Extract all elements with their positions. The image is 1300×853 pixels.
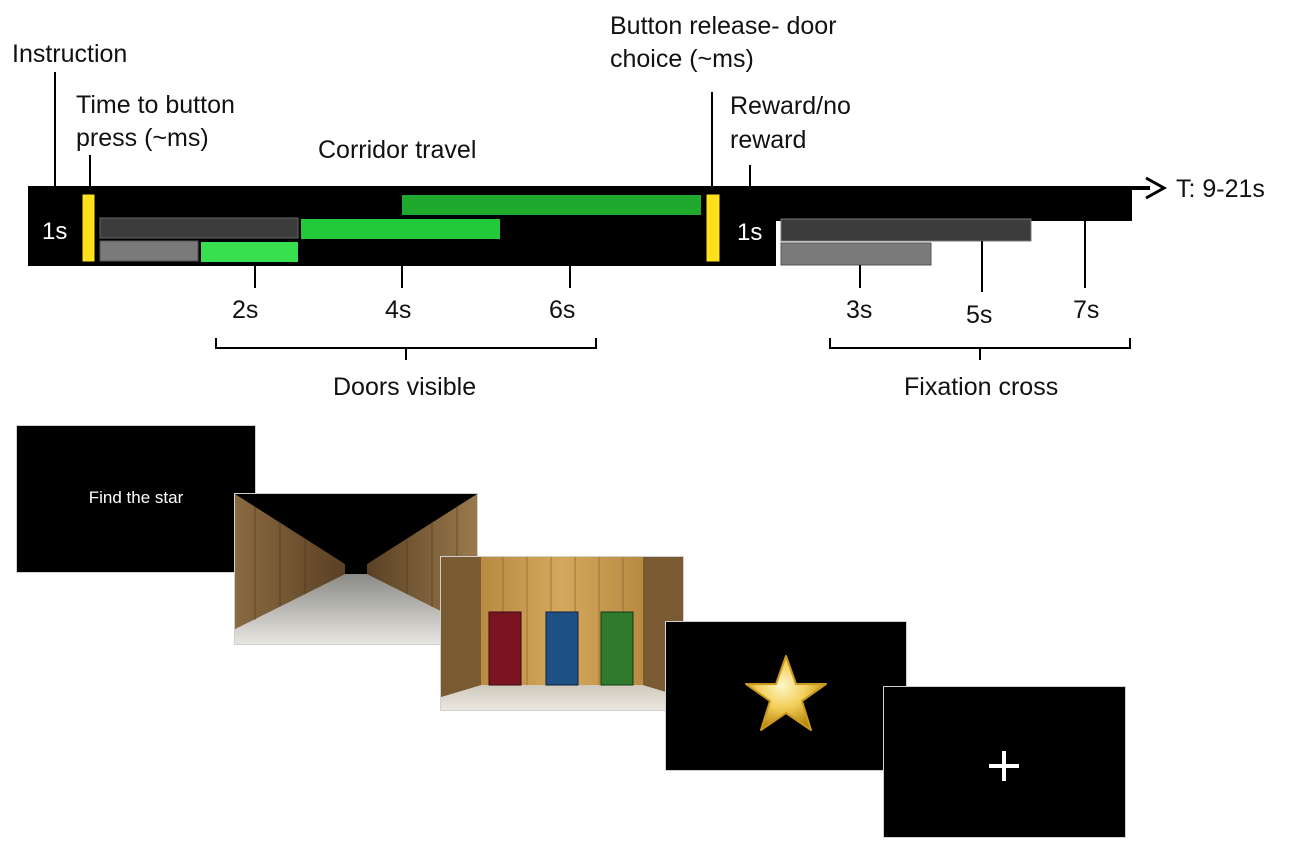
label-reward-line2: reward xyxy=(730,126,806,154)
label-button-press-line2: press (~ms) xyxy=(76,124,209,152)
plus-icon xyxy=(989,751,1019,781)
fixation-screen xyxy=(883,686,1126,838)
fixation-bar-light xyxy=(780,242,932,266)
time-axis-arrowhead xyxy=(1145,176,1168,200)
corridor-bar-dark xyxy=(99,217,299,239)
label-time-range: T: 9-21s xyxy=(1176,175,1265,203)
button-press-marker xyxy=(81,193,96,263)
reward-screen xyxy=(665,621,907,771)
tick-label-2s: 2s xyxy=(232,296,258,324)
gold-star-icon xyxy=(745,655,827,731)
button-release-marker xyxy=(705,193,721,263)
tick-label-6s: 6s xyxy=(549,296,575,324)
corridor-screen xyxy=(234,493,478,645)
label-button-release-line1: Button release- door xyxy=(610,12,837,40)
reward-block xyxy=(714,188,776,266)
label-button-release-line2: choice (~ms) xyxy=(610,45,754,73)
label-button-press-line1: Time to button xyxy=(76,91,235,119)
label-corridor-travel: Corridor travel xyxy=(318,136,476,164)
doors-screen xyxy=(440,556,684,711)
label-doors-visible: Doors visible xyxy=(333,373,476,401)
instruction-text: Find the star xyxy=(88,488,184,507)
reward-duration: 1s xyxy=(737,219,762,246)
red-door-icon xyxy=(488,611,522,686)
corridor-image xyxy=(235,494,477,644)
green-door-icon xyxy=(600,611,634,686)
fixation-cross-brace xyxy=(829,338,1131,360)
tick-label-3s: 3s xyxy=(846,296,872,324)
blue-door-icon xyxy=(545,611,579,686)
three-doors-image xyxy=(441,557,683,710)
tick-label-5s: 5s xyxy=(966,301,992,329)
corridor-bar-light xyxy=(99,240,199,262)
label-instruction: Instruction xyxy=(12,40,127,68)
doors-bar-short xyxy=(199,240,300,264)
doors-bar-long xyxy=(400,193,703,217)
doors-visible-brace xyxy=(215,338,597,360)
label-fixation-cross: Fixation cross xyxy=(904,373,1058,401)
label-reward-line1: Reward/no xyxy=(730,92,851,120)
timeline-diagram: Instruction Time to button press (~ms) C… xyxy=(12,12,1265,401)
tick-label-7s: 7s xyxy=(1073,296,1099,324)
fixation-bar-dark xyxy=(780,218,1032,242)
instruction-screen: Find the star xyxy=(16,425,256,573)
reward-block-top xyxy=(714,188,1132,221)
doors-bar-medium xyxy=(299,217,502,241)
tick-label-4s: 4s xyxy=(385,296,411,324)
instruction-duration: 1s xyxy=(42,218,67,245)
